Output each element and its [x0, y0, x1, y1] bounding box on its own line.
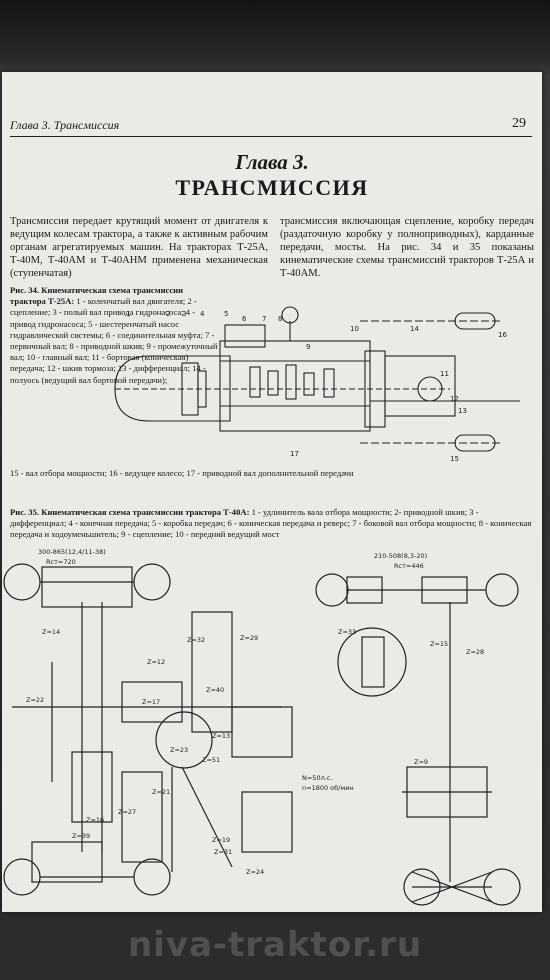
- chapter-title: ТРАНСМИССИЯ: [175, 175, 369, 200]
- figure-35-legend: 1 - удлинитель вала отбора мощности; 2- …: [10, 507, 532, 540]
- gear-label: Z=23: [170, 746, 188, 754]
- left-wheel-radius: Rст=720: [46, 558, 76, 566]
- svg-text:5: 5: [224, 310, 228, 318]
- figure-35-diagram: 300-865(12,4/11-38) Rст=720 210-508(8,3-…: [3, 548, 521, 906]
- gear-label: Z=29: [240, 634, 258, 642]
- svg-text:14: 14: [410, 325, 419, 333]
- svg-text:13: 13: [458, 407, 467, 415]
- motor-power: N=50л.с.: [302, 774, 332, 782]
- chapter-label: Глава 3.: [235, 150, 309, 174]
- motor-rpm: n=1800 об/мин: [302, 784, 354, 792]
- gear-label: Z=12: [147, 658, 165, 666]
- right-tire-size: 210-508(8,3-20): [374, 552, 427, 560]
- header-chapter: Глава 3. Трансмиссия: [10, 118, 120, 132]
- svg-text:1: 1: [126, 310, 130, 318]
- gear-label: Z=51: [202, 756, 220, 764]
- gear-label: Z=13: [212, 732, 230, 740]
- gear-label: Z=24: [246, 868, 264, 876]
- svg-text:4: 4: [200, 310, 205, 318]
- figure-35-title: Кинематическая схема трансмиссии трактор…: [41, 507, 250, 517]
- intro-left-column: Трансмиссия передает крутящий момент от …: [10, 216, 268, 279]
- gear-label: Z=19: [212, 836, 230, 844]
- watermark: niva-traktor.ru: [127, 925, 423, 965]
- figure-35-caption: Рис. 35. Кинематическая схема трансмисси…: [10, 507, 534, 541]
- figure-34-label: Рис. 34.: [10, 285, 40, 295]
- figure-35-label: Рис. 35.: [10, 507, 40, 517]
- gear-label: Z=14: [42, 628, 60, 636]
- gear-label: Z=16: [86, 816, 104, 824]
- svg-text:17: 17: [290, 450, 299, 458]
- svg-text:2: 2: [166, 310, 170, 318]
- gear-label: Z=15: [430, 640, 448, 648]
- svg-text:9: 9: [306, 343, 310, 351]
- svg-text:11: 11: [440, 370, 449, 378]
- figure-34-caption: Рис. 34. Кинематическая схема трансмисси…: [10, 285, 220, 386]
- running-header: Глава 3. Трансмиссия 29: [10, 114, 532, 137]
- svg-text:12: 12: [450, 395, 459, 403]
- gear-label: Z=28: [466, 648, 484, 656]
- svg-text:8: 8: [278, 315, 282, 323]
- right-wheel-radius: Rст=446: [394, 562, 424, 570]
- gear-label: Z=22: [26, 696, 44, 704]
- svg-text:10: 10: [350, 325, 359, 333]
- book-page: Глава 3. Трансмиссия 29 Глава 3. ТРАНСМИ…: [2, 72, 542, 912]
- gear-label: Z=21: [152, 788, 170, 796]
- left-tire-size: 300-865(12,4/11-38): [38, 548, 106, 556]
- gear-label: Z=39: [72, 832, 90, 840]
- svg-text:6: 6: [242, 315, 247, 323]
- gear-label: Z=9: [414, 758, 428, 766]
- svg-text:15: 15: [450, 455, 459, 463]
- gear-label: Z=17: [142, 698, 160, 706]
- gear-label: Z=40: [206, 686, 224, 694]
- figure-34-legend: 1 - коленчатый вал двигателя; 2 - сцепле…: [10, 296, 218, 385]
- gear-label: Z=32: [187, 636, 205, 644]
- intro-right-column: трансмиссия включающая сцепление, коробк…: [280, 216, 534, 279]
- svg-text:16: 16: [498, 331, 507, 339]
- page-number: 29: [512, 116, 526, 131]
- gear-label: Z=31: [214, 848, 232, 856]
- gear-label: Z=33: [338, 628, 356, 636]
- svg-text:7: 7: [262, 315, 266, 323]
- gear-label: Z=27: [118, 808, 136, 816]
- figure-34-legend-continued: 15 - вал отбора мощности; 16 - ведущее к…: [10, 468, 354, 478]
- figure-34-title: Кинематическая схема трансмиссии трактор…: [10, 285, 184, 307]
- figure-34: Рис. 34. Кинематическая схема трансмисси…: [10, 285, 534, 497]
- svg-text:3: 3: [182, 310, 186, 318]
